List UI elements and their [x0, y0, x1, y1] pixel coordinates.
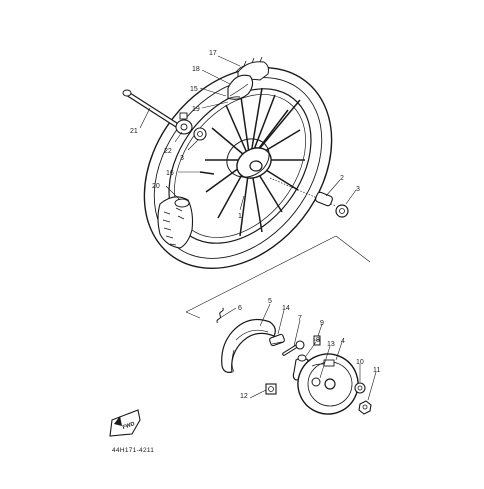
hub-center	[249, 160, 263, 172]
callout-10: 10	[356, 359, 364, 366]
callout-20: 20	[152, 183, 160, 190]
callout-17: 17	[209, 50, 217, 57]
inner-tube	[227, 74, 254, 100]
camshaft	[282, 340, 305, 356]
rim-band	[225, 96, 241, 101]
callout-3-left: 3	[180, 155, 184, 162]
cam-bolt	[313, 335, 321, 346]
brake-assembly	[216, 307, 372, 415]
callout-18: 18	[192, 66, 200, 73]
callout-12: 12	[240, 393, 248, 400]
callout-22: 22	[164, 148, 172, 155]
callout-16: 16	[166, 170, 174, 177]
tire-cutaway	[157, 196, 194, 249]
front-axle	[122, 89, 181, 129]
callout-9: 9	[320, 320, 324, 327]
callout-2: 2	[340, 175, 344, 182]
callout-3-right: 3	[356, 186, 360, 193]
washer	[354, 382, 366, 394]
brake-shoe-pin	[269, 333, 285, 347]
leader-lines	[139, 55, 377, 401]
callout-21: 21	[130, 128, 138, 135]
fwd-label: FWD	[122, 421, 136, 431]
callout-7: 7	[298, 315, 302, 322]
callout-8: 8	[316, 337, 320, 344]
callout-19: 19	[192, 106, 200, 113]
bearing-right	[335, 204, 349, 218]
callout-4: 4	[341, 338, 345, 345]
bearing-left	[193, 127, 207, 141]
cam-lever	[292, 354, 309, 381]
callout-11: 11	[373, 367, 380, 374]
callout-labels: 17 18 15 19 21 22 3 16 20 1 2 3 6 5 14 7…	[130, 50, 380, 400]
callout-5: 5	[268, 298, 272, 305]
callout-6: 6	[238, 305, 242, 312]
spoke-nipple	[199, 171, 215, 175]
spacer	[269, 177, 337, 207]
assembly-guide-lines	[185, 235, 371, 319]
callout-1: 1	[238, 213, 242, 220]
grommet	[311, 377, 321, 387]
callout-13: 13	[327, 341, 335, 348]
tire	[143, 66, 333, 270]
hub-flange	[226, 138, 270, 178]
brake-shoe	[221, 319, 276, 373]
callout-14: 14	[282, 305, 290, 312]
oil-seal	[175, 112, 193, 135]
cam-nut	[265, 383, 277, 395]
brake-spring	[216, 307, 224, 324]
axle-nut	[358, 400, 372, 415]
brake-shoe-plate	[297, 353, 359, 415]
fwd-arrow-icon: FWD	[109, 409, 141, 437]
part-code: 44H171-4211	[112, 447, 154, 454]
callout-15: 15	[190, 86, 198, 93]
